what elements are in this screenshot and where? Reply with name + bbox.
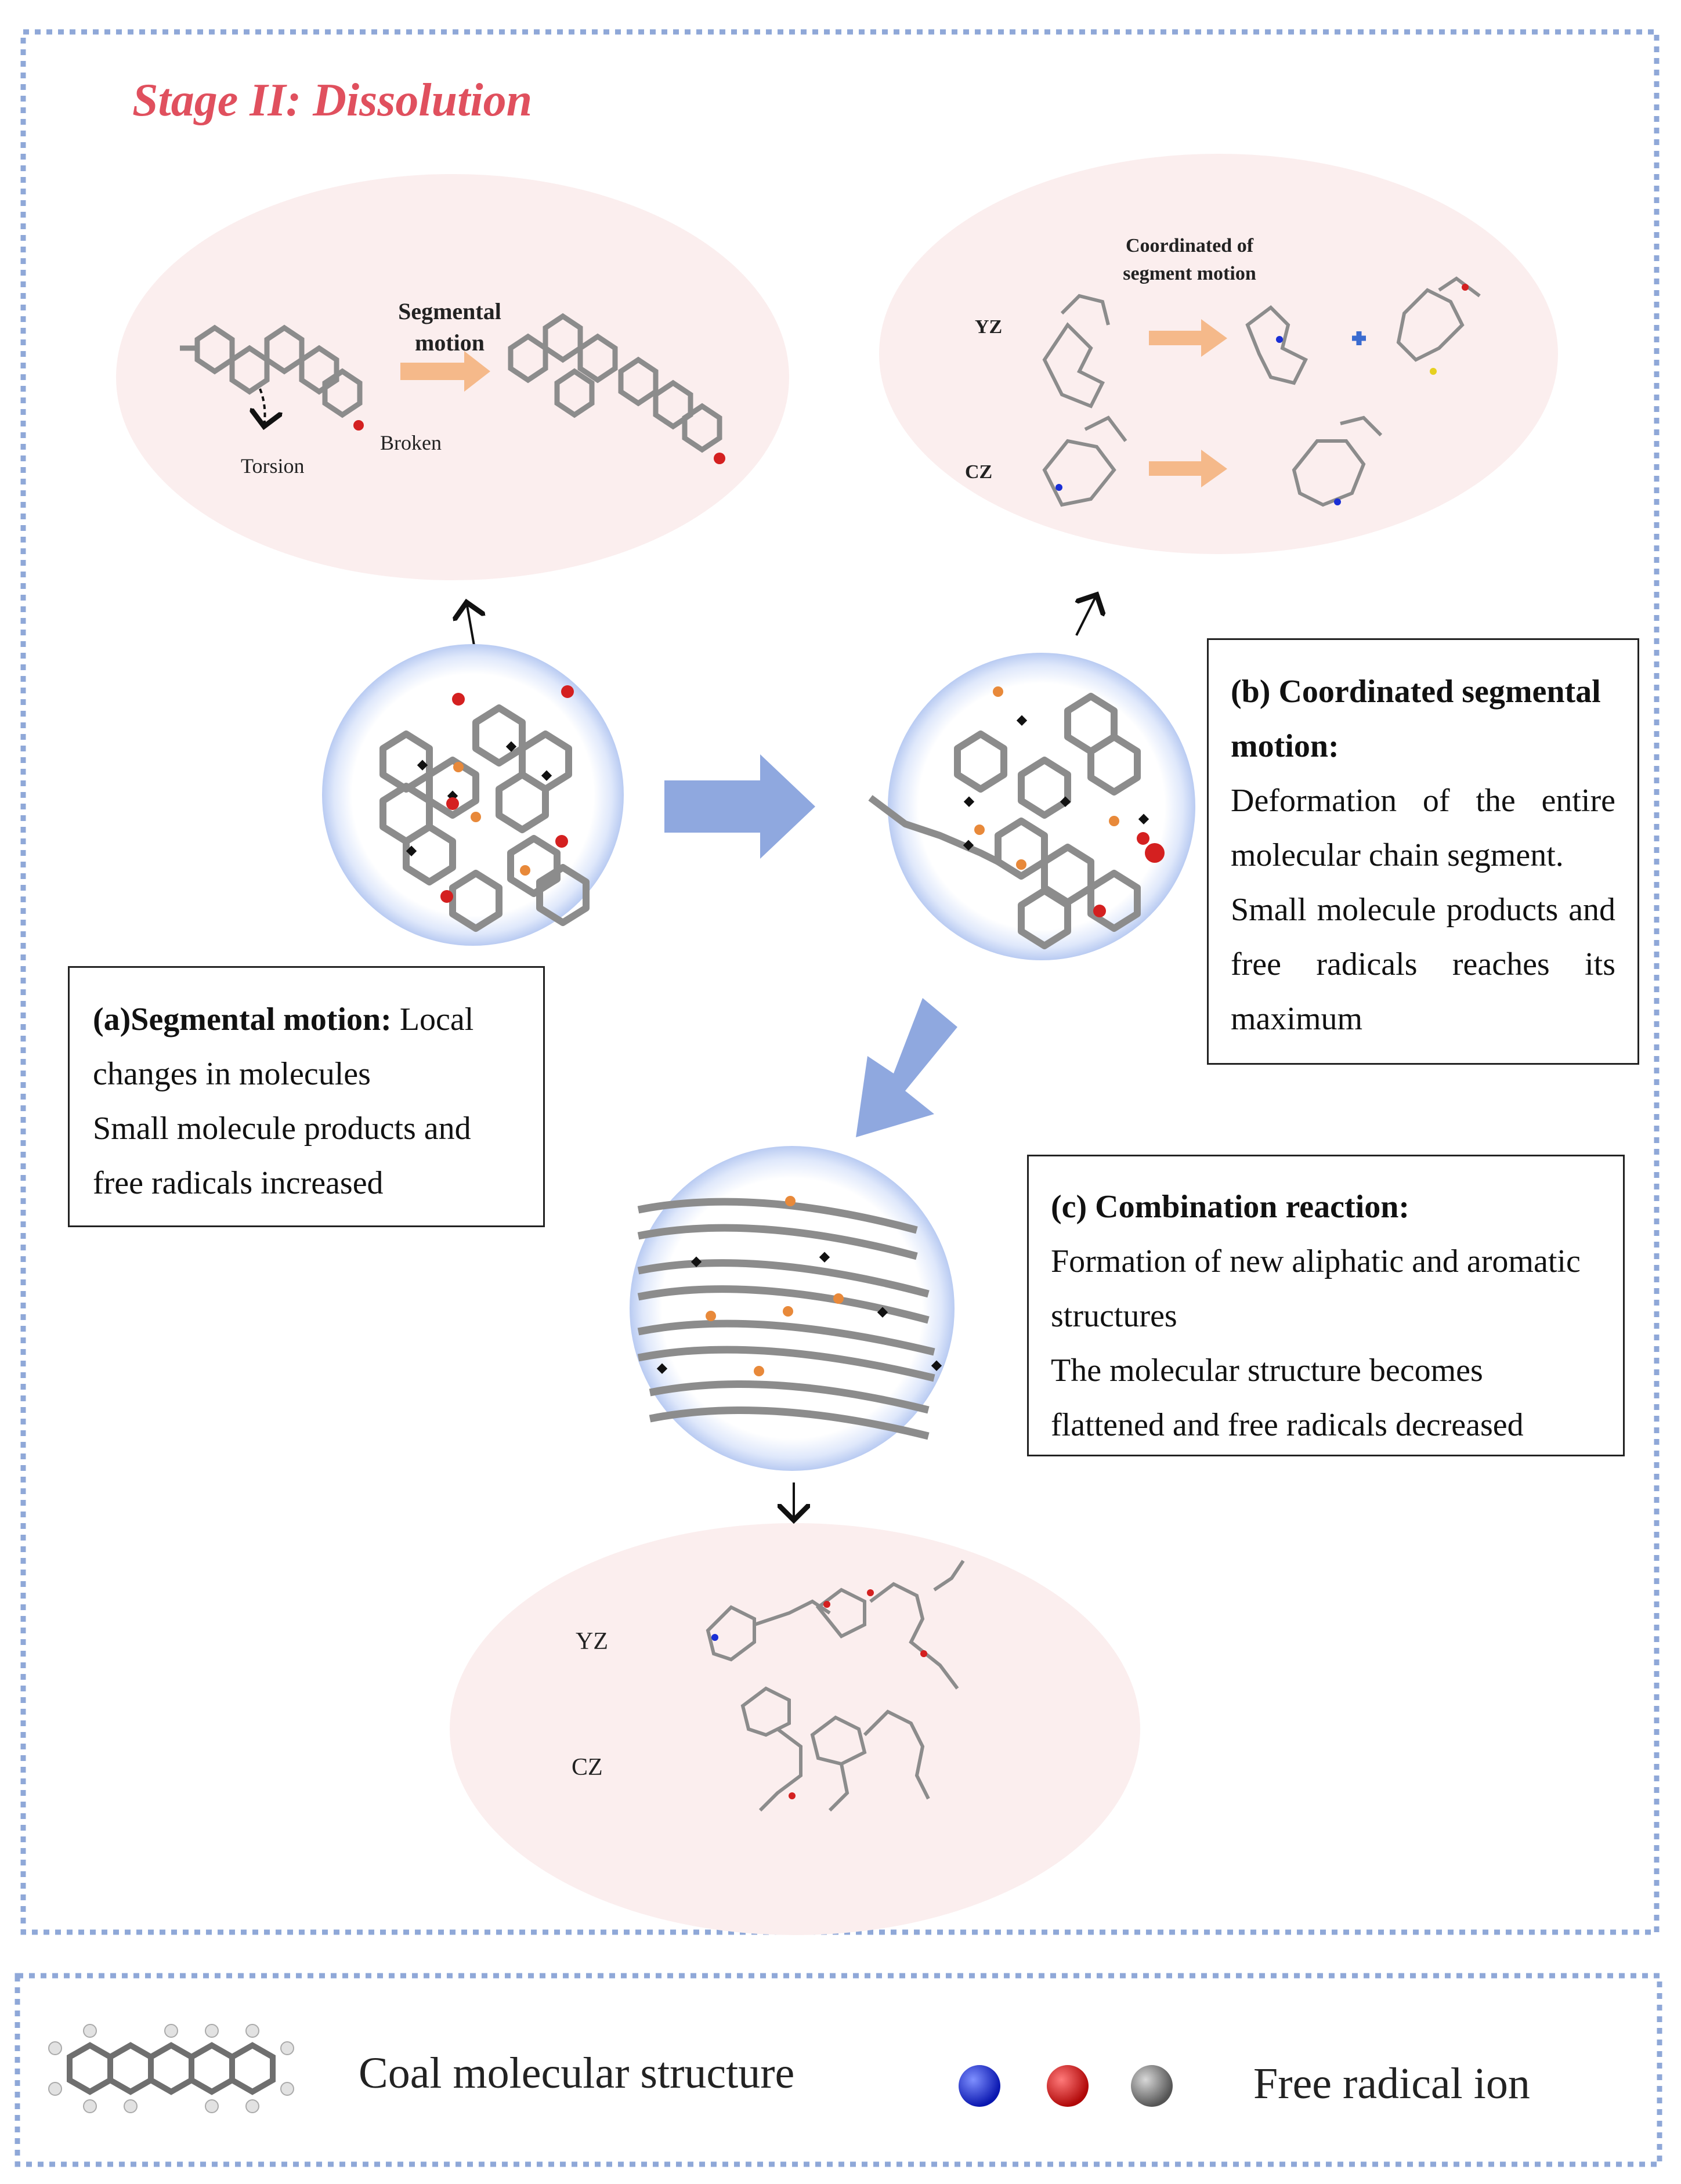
coordinated-header: Coordinated of segment motion: [1114, 232, 1265, 288]
bubble-b-molecules: [1042, 276, 1481, 507]
legend-structure-label: Coal molecular structure: [359, 2049, 795, 2098]
stage-title: Stage II: Dissolution: [132, 75, 533, 126]
segmental-motion-label-line1: Segmental: [398, 298, 501, 324]
box-c-heading: (c) Combination reaction:: [1051, 1180, 1601, 1234]
plus-icon: [1352, 331, 1366, 345]
box-b-line2: Small molecule products and free radical…: [1231, 892, 1615, 1037]
segment-arrow-b2: [1149, 450, 1227, 487]
coordinated-header-line2: segment motion: [1123, 263, 1256, 284]
torsion-label: Torsion: [241, 454, 305, 478]
box-b-heading-text: (b) Coordinated segmental motion:: [1231, 674, 1601, 764]
box-b-coordinated-motion: (b) Coordinated segmental motion: Deform…: [1207, 638, 1639, 1065]
radical-red-icon: [1047, 2065, 1089, 2107]
bubble-c: [450, 1523, 1140, 1935]
box-c-line2: The molecular structure becomes flattene…: [1051, 1353, 1524, 1443]
circle-c: [630, 1146, 955, 1471]
box-c-heading-text: (c) Combination reaction:: [1051, 1189, 1409, 1225]
bubble-c-atoms: [711, 1589, 927, 1799]
segment-arrow-b1: [1149, 319, 1227, 357]
bubble-a-molecule-after: [508, 313, 722, 453]
bubble-c-cz-label: CZ: [572, 1754, 603, 1781]
box-b-heading: (b) Coordinated segmental motion:: [1231, 664, 1615, 773]
box-b-line1: Deformation of the entire molecular chai…: [1231, 783, 1615, 873]
box-a-line2: Small molecule products and free radical…: [93, 1111, 471, 1201]
arrow-to-bubble-a: [467, 602, 475, 649]
box-c-combination-reaction: (c) Combination reaction: Formation of n…: [1027, 1155, 1625, 1456]
bubble-a-molecule-before: [180, 324, 363, 418]
segmental-motion-label-line2: motion: [415, 330, 485, 356]
legend-radical-label: Free radical ion: [1253, 2059, 1530, 2108]
big-arrow-down-left: [856, 998, 957, 1137]
bubble-c-molecules: [706, 1560, 965, 1812]
box-c-line1: Formation of new aliphatic and aromatic …: [1051, 1243, 1581, 1334]
big-arrow-right: [664, 754, 815, 859]
box-a-line1: (a)Segmental motion: Local changes in mo…: [93, 992, 520, 1101]
main-dashed-frame: [20, 29, 1660, 1935]
legend-dashed-frame: [15, 1973, 1662, 2167]
bubble-b-atoms: [1055, 284, 1469, 505]
box-a-heading: (a)Segmental motion:: [93, 1001, 392, 1037]
bubble-c-yz-label: YZ: [576, 1628, 608, 1655]
circle-a: [322, 644, 624, 946]
torsion-arrow: [260, 388, 265, 426]
segment-arrow-a: [400, 351, 490, 392]
box-a-line1-tail: Local changes in molecules: [93, 1001, 474, 1092]
arrow-to-bubble-b: [1076, 595, 1097, 636]
box-a-segmental-motion: (a)Segmental motion: Local changes in mo…: [68, 966, 545, 1227]
coal-molecule-hydrogens: [48, 2024, 294, 2113]
bubble-a-oxygen-atom-2: [714, 453, 725, 464]
bubble-b-yz-label: YZ: [975, 316, 1003, 338]
segmental-motion-label: Segmental motion: [389, 296, 511, 359]
bubble-b: [879, 154, 1558, 554]
coordinated-header-line1: Coordinated of: [1125, 235, 1254, 256]
bubble-b-cz-label: CZ: [965, 461, 993, 483]
bubble-a-oxygen-atom-1: [353, 420, 364, 431]
broken-label: Broken: [380, 431, 442, 454]
radical-gray-icon: [1131, 2065, 1173, 2107]
radical-blue-icon: [959, 2065, 1000, 2107]
circle-b: [868, 653, 1195, 960]
coal-molecule-icon: [67, 2042, 276, 2095]
